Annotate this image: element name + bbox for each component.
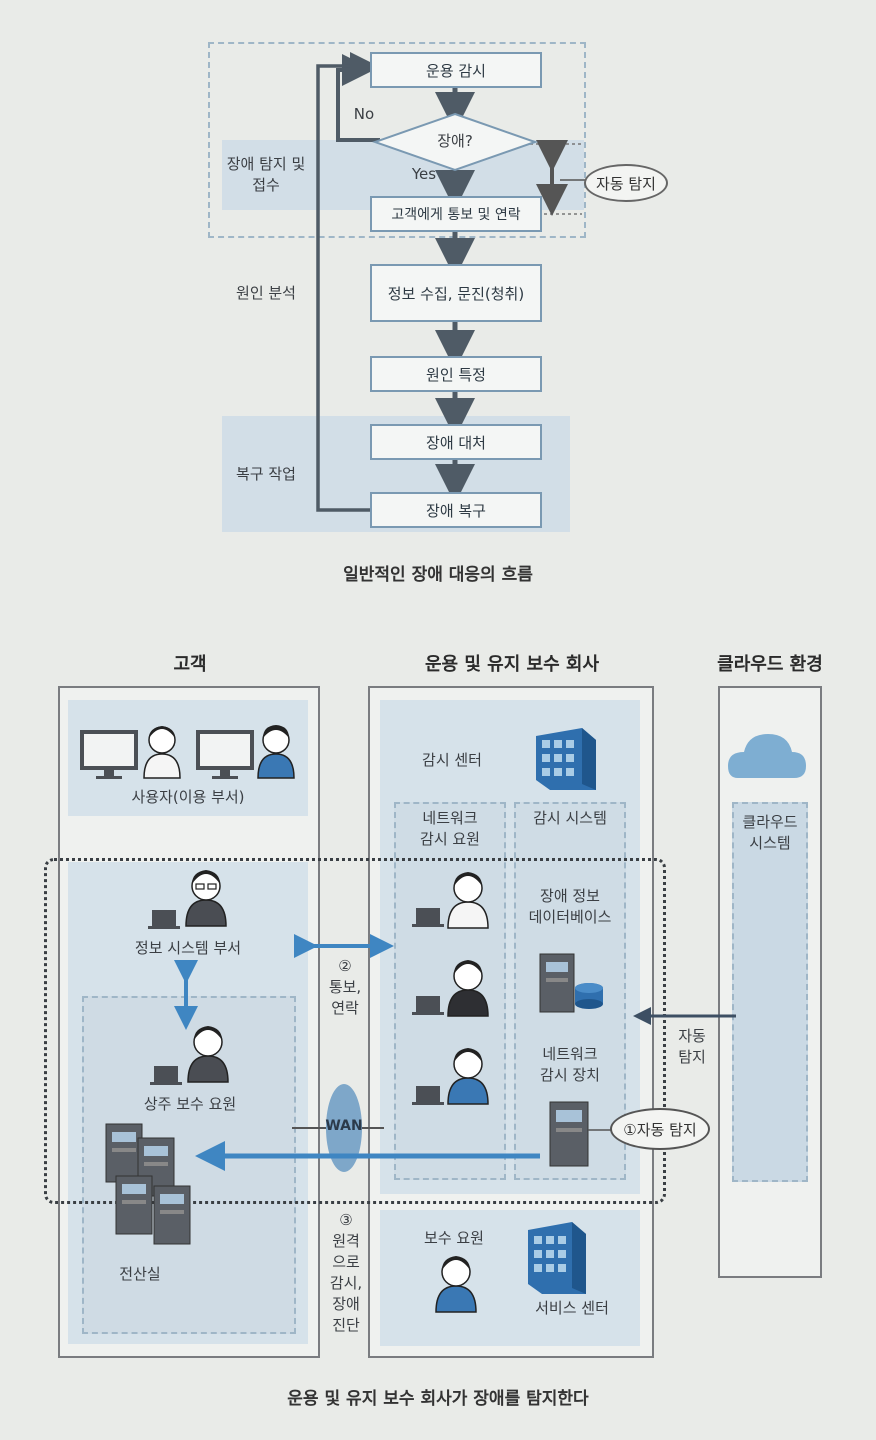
flow-box-monitoring: 운용 감시 [370, 52, 542, 88]
cloud-heading: 클라우드 환경 [717, 654, 823, 675]
monitoring-center-label: 감시 센터 [422, 751, 482, 769]
person-icon [143, 726, 181, 779]
flow-box-notify-customer: 고객에게 통보 및 연락 [370, 196, 542, 232]
server-icon [115, 1175, 153, 1235]
architecture-caption: 운용 및 유지 보수 회사가 장애를 탐지한다 [287, 1389, 589, 1409]
person-icon [257, 725, 295, 779]
cloud-system-label: 클라우드 시스템 [742, 813, 798, 852]
flowchart-caption: 일반적인 장애 대응의 흐름 [343, 565, 533, 585]
resident-staff-icon [150, 1026, 229, 1085]
network-staff-icon [412, 960, 489, 1017]
wan-label: WAN [325, 1118, 363, 1134]
branch-no-label: No [353, 105, 375, 123]
database-server-icon [539, 953, 603, 1013]
network-staff-icon [412, 872, 489, 929]
decision-label: 장애? [437, 132, 473, 150]
notify-link-label: ② 통보, 연락 [328, 957, 362, 1017]
flow-box-recover-fault: 장애 복구 [370, 492, 542, 528]
branch-yes-label: Yes [411, 165, 437, 183]
it-dept-label: 정보 시스템 부서 [134, 939, 242, 957]
phase-recovery-label: 복구 작업 [236, 465, 296, 483]
network-staff-icon [412, 1048, 489, 1105]
server-icon [153, 1185, 191, 1245]
users-label: 사용자(이용 부서) [131, 788, 245, 806]
flow-box-handle-fault: 장애 대처 [370, 424, 542, 460]
it-staff-icon [148, 870, 227, 929]
auto-detect-bubble-vendor: ①자동 탐지 [610, 1108, 710, 1150]
maintenance-staff-label: 보수 요원 [424, 1229, 484, 1247]
detection-boundary [44, 858, 666, 1204]
detect-dashed-region [208, 42, 586, 238]
phase-cause-label: 원인 분석 [236, 284, 296, 302]
monitor-icon [80, 730, 138, 779]
phase-detect-label: 장애 탐지 및 접수 [226, 155, 306, 194]
monitor-icon [196, 730, 254, 779]
auto-detect-bubble: 자동 탐지 [584, 164, 668, 202]
cloud-auto-detect-label: 자동 탐지 [678, 1027, 706, 1066]
maintenance-staff-icon [435, 1256, 477, 1313]
remote-link-label: ③ 원격 으로 감시, 장애 진단 [329, 1211, 363, 1334]
service-center-area [380, 1210, 640, 1346]
network-staff-area [394, 802, 506, 1180]
building-icon [536, 728, 596, 790]
network-device-icon [549, 1101, 589, 1167]
service-center-label: 서비스 센터 [535, 1299, 609, 1317]
customer-heading: 고객 [173, 654, 207, 675]
cloud-icon [728, 734, 806, 778]
fault-db-label: 장애 정보 데이터베이스 [528, 887, 612, 926]
server-icon [105, 1123, 143, 1183]
flow-box-collect-info: 정보 수집, 문진(청취) [370, 264, 542, 322]
computer-room-label: 전산실 [119, 1265, 161, 1283]
monitoring-system-label: 감시 시스템 [533, 809, 607, 827]
building-icon [528, 1222, 586, 1294]
network-staff-label: 네트워크 감시 요원 [420, 809, 480, 848]
resident-staff-label: 상주 보수 요원 [143, 1095, 237, 1113]
cloud-system-area [732, 802, 808, 1182]
flow-box-identify-cause: 원인 특정 [370, 356, 542, 392]
vendor-heading: 운용 및 유지 보수 회사 [424, 654, 600, 675]
network-device-label: 네트워크 감시 장치 [540, 1045, 600, 1084]
